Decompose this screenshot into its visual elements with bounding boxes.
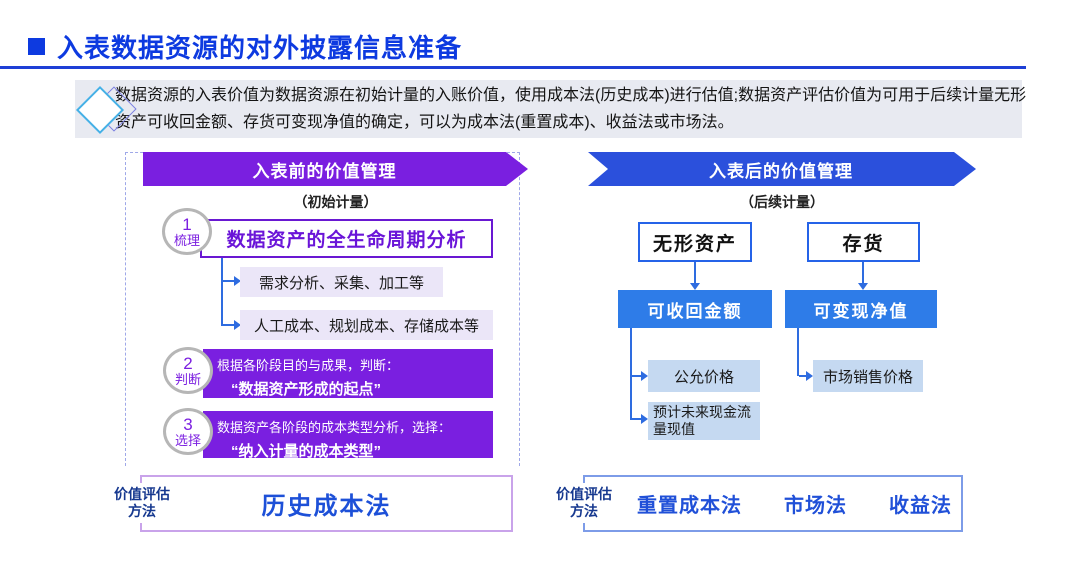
fair-price-box: 公允价格 bbox=[648, 360, 760, 392]
intro-line-2: 资产可收回金额、存货可变现净值的确定，可以为成本法(重置成本)、收益法或市场法。 bbox=[115, 114, 734, 131]
page-title: 入表数据资源的对外披露信息准备 bbox=[57, 33, 463, 63]
arrow-down-icon bbox=[858, 283, 868, 290]
valuation-method-label-line1: 价值评估 bbox=[114, 486, 170, 502]
arrow-right-icon bbox=[234, 320, 241, 330]
step-2-label: 判断 bbox=[174, 371, 201, 387]
market-selling-price-box: 市场销售价格 bbox=[813, 360, 923, 392]
caption-subsequent-measurement: （后续计量） bbox=[740, 194, 824, 210]
valuation-method-label-left: 价值评估 方法 bbox=[110, 483, 174, 523]
title-underline bbox=[0, 66, 1026, 69]
arrow-right-icon bbox=[641, 414, 648, 424]
step-3-label: 选择 bbox=[174, 432, 201, 448]
step-2-box: 根据各阶段目的与成果，判断： “数据资产形成的起点” bbox=[203, 349, 493, 398]
replacement-cost-method: 重置成本法 bbox=[637, 495, 742, 517]
connector-line bbox=[630, 328, 632, 420]
title-bullet-square bbox=[28, 38, 45, 55]
connector-line bbox=[632, 418, 642, 420]
lifecycle-item-1: 需求分析、采集、加工等 bbox=[240, 267, 443, 297]
recoverable-amount-box: 可收回金额 bbox=[618, 290, 772, 328]
step-2-text: 根据各阶段目的与成果，判断： bbox=[217, 358, 400, 373]
arrow-down-icon bbox=[690, 283, 700, 290]
connector-line bbox=[223, 280, 235, 282]
valuation-method-label-line2: 方法 bbox=[128, 503, 156, 519]
historical-cost-method: 历史成本法 bbox=[261, 493, 392, 520]
step-circle-3: 3 选择 bbox=[163, 408, 213, 455]
step-2-highlight: “数据资产形成的起点” bbox=[231, 381, 382, 398]
step-3-number: 3 bbox=[183, 414, 193, 434]
banner-after-entry: 入表后的价值管理 bbox=[588, 152, 976, 186]
connector-line bbox=[632, 375, 642, 377]
step-3-box: 数据资产各阶段的成本类型分析，选择： “纳入计量的成本类型” bbox=[203, 411, 493, 460]
step-1-label: 梳理 bbox=[173, 232, 200, 248]
valuation-method-label-line1: 价值评估 bbox=[556, 486, 612, 502]
step-3-highlight: “纳入计量的成本类型” bbox=[231, 443, 382, 460]
lifecycle-analysis-box: 数据资产的全生命周期分析 bbox=[200, 219, 493, 258]
valuation-method-box-right: 重置成本法 市场法 收益法 bbox=[583, 475, 963, 532]
arrow-right-icon bbox=[806, 371, 813, 381]
valuation-method-label-line2: 方法 bbox=[570, 503, 598, 519]
banner-after-entry-label: 入表后的价值管理 bbox=[709, 161, 853, 181]
step-circle-2: 2 判断 bbox=[163, 347, 213, 394]
connector-line bbox=[799, 375, 807, 377]
lifecycle-item-2: 人工成本、规划成本、存储成本等 bbox=[240, 310, 493, 340]
step-circle-1: 1 梳理 bbox=[162, 208, 212, 255]
step-1-number: 1 bbox=[182, 214, 192, 234]
connector-line bbox=[223, 324, 235, 326]
banner-before-entry: 入表前的价值管理 bbox=[143, 152, 528, 186]
arrow-right-icon bbox=[641, 371, 648, 381]
future-cashflow-present-value-box: 预计未来现金流量现值 bbox=[648, 402, 760, 440]
net-realizable-value-box: 可变现净值 bbox=[785, 290, 937, 328]
step-3-text: 数据资产各阶段的成本类型分析，选择： bbox=[217, 420, 452, 435]
caption-initial-measurement: （初始计量） bbox=[293, 194, 378, 210]
page-title-row: 入表数据资源的对外披露信息准备 bbox=[28, 28, 462, 65]
market-method: 市场法 bbox=[784, 495, 847, 517]
connector-line bbox=[694, 262, 696, 283]
arrow-right-icon bbox=[234, 276, 241, 286]
intangible-asset-box: 无形资产 bbox=[638, 222, 752, 262]
intro-banner: 数据资源的入表价值为数据资源在初始计量的入账价值，使用成本法(历史成本)进行估值… bbox=[75, 80, 1027, 138]
valuation-method-box-left: 历史成本法 bbox=[140, 475, 513, 532]
banner-before-entry-label: 入表前的价值管理 bbox=[252, 161, 397, 181]
intro-line-1: 数据资源的入表价值为数据资源在初始计量的入账价值，使用成本法(历史成本)进行估值… bbox=[115, 87, 1027, 104]
valuation-method-label-right: 价值评估 方法 bbox=[552, 483, 616, 523]
connector-line bbox=[797, 328, 799, 376]
connector-line bbox=[862, 262, 864, 283]
connector-line bbox=[221, 258, 223, 326]
income-method: 收益法 bbox=[889, 495, 952, 517]
step-2-number: 2 bbox=[183, 353, 193, 373]
inventory-box: 存货 bbox=[807, 222, 920, 262]
